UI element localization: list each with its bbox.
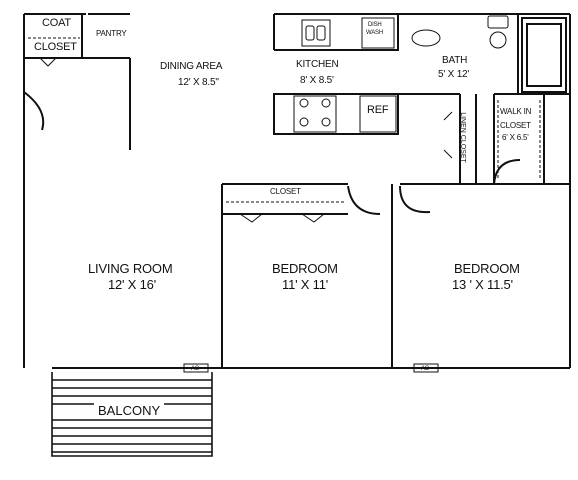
burner	[299, 98, 309, 108]
closet-door-left	[239, 213, 263, 223]
bathtub	[521, 17, 567, 93]
ref-outline	[359, 95, 397, 133]
coat-closet-wall	[24, 14, 83, 59]
bedroom1-label: BEDROOM	[272, 261, 338, 276]
kitchen-size: 8' X 8.5'	[300, 75, 334, 86]
door-swing-bed2	[399, 185, 431, 214]
dining-area-size: 12' X 8.5"	[178, 77, 219, 88]
coat-label: COAT	[42, 17, 71, 29]
living-room-label: LIVING ROOM	[88, 261, 173, 276]
pantry-wall	[82, 57, 131, 116]
sink-basin	[316, 25, 326, 41]
kitchen-label: KITCHEN	[296, 59, 339, 70]
bathtub-inner	[526, 23, 562, 87]
dish-wash-outline	[361, 17, 395, 49]
dish-wash-label-2: WASH	[366, 30, 383, 36]
bedroom2-size: 13 ' X 11.5'	[452, 277, 513, 292]
linen-door	[443, 111, 453, 159]
walk-in-closet-size: 6' X 6.5'	[502, 133, 529, 142]
balcony-label: BALCONY	[94, 403, 165, 418]
walk-in-shelf	[497, 100, 541, 180]
dining-area-label: DINING AREA	[160, 61, 223, 72]
walk-in-closet-label-2: CLOSET	[500, 121, 531, 130]
door-swing-bed1	[347, 185, 381, 215]
coat-door	[39, 57, 57, 67]
closet-door-right	[301, 213, 325, 223]
ac-unit	[413, 363, 439, 373]
linen-closet-wall	[459, 94, 477, 184]
pantry-label: PANTRY	[96, 29, 127, 38]
ac-label: AC	[191, 366, 199, 372]
toilet-bowl	[489, 31, 507, 49]
linen-closet-label: LINEN CLOSET	[458, 112, 466, 163]
walk-in-closet-label-1: WALK IN	[500, 107, 532, 116]
ac-label: AC	[421, 366, 429, 372]
dish-wash-label-1: DISH	[368, 22, 382, 28]
balcony-outline	[51, 372, 213, 457]
door-swing-entry	[23, 91, 45, 131]
living-room-size: 12' X 16'	[108, 277, 156, 292]
bath-size: 5' X 12'	[438, 69, 470, 80]
bedroom1-size: 11' X 11'	[282, 277, 329, 292]
bedroom2-label: BEDROOM	[454, 261, 520, 276]
burner	[299, 117, 309, 127]
bedroom1-closet-label: CLOSET	[270, 187, 301, 196]
sink-basin	[305, 25, 315, 41]
burner	[321, 117, 331, 127]
ac-unit	[183, 363, 209, 373]
stove-outline	[293, 95, 337, 133]
door-swing-bath	[493, 159, 521, 185]
ref-label: REF	[367, 104, 389, 116]
closet-label: CLOSET	[34, 41, 77, 53]
toilet-tank	[487, 15, 509, 29]
sink-outline	[301, 19, 331, 47]
bath-sink	[411, 29, 441, 47]
bath-label: BATH	[442, 55, 468, 66]
walk-in-closet-wall	[493, 93, 570, 184]
burner	[321, 98, 331, 108]
